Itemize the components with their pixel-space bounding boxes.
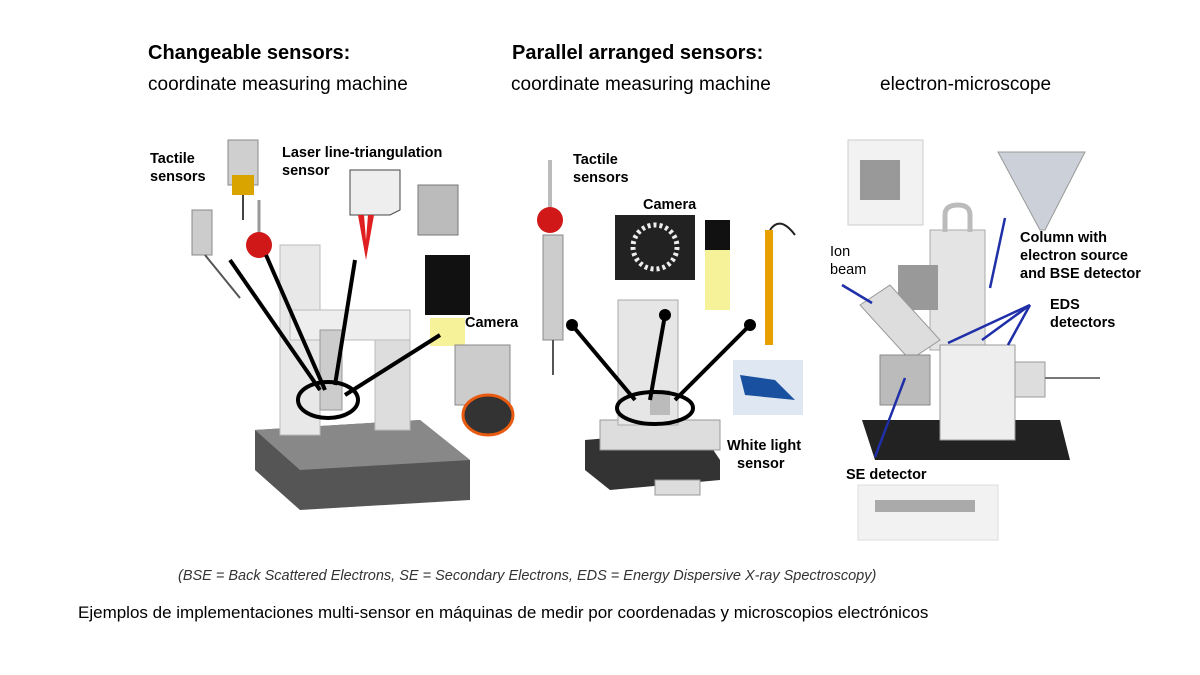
middle-pointer-lines [570,314,752,426]
label-line: Column with [1020,230,1107,246]
parallel-sensors-subtitle: coordinate measuring machine [511,74,771,95]
parallel-sensors-title: Parallel arranged sensors: [512,42,764,64]
label-line: Tactile [150,151,195,167]
label-line: and BSE detector [1020,266,1141,282]
label-line: Tactile [573,152,618,168]
label-line: sensor [282,163,330,179]
abbreviation-caption: (BSE = Back Scattered Electrons, SE = Se… [178,568,877,584]
middle-pointer-dots [566,309,756,331]
label-line: sensors [573,170,629,186]
electron-microscope-subtitle: electron-microscope [880,74,1052,95]
label-line: sensors [150,169,206,185]
left-tactile-label: Tactile sensors [150,150,206,186]
label-line: Laser line-triangulation [282,145,443,161]
left-camera-label: Camera [465,315,519,331]
sem-arrows [841,217,1032,458]
label-line: detectors [1050,315,1116,331]
middle-camera-label: Camera [643,197,697,213]
column-label: Column with electron source and BSE detect… [1020,229,1141,283]
changeable-sensors-subtitle: coordinate measuring machine [148,74,408,95]
left-pointer-lines [228,254,442,420]
label-line: EDS [1050,297,1080,313]
label-line: sensor [737,456,785,472]
changeable-sensors-title: Changeable sensors: [148,42,351,64]
middle-sensors [537,160,803,415]
label-line: Ion [830,244,851,260]
middle-cmm-machine [585,299,721,496]
left-laser-label: Laser line-triangulation sensor [282,144,442,180]
figure-footer-caption: Ejemplos de implementaciones multi-senso… [78,603,929,622]
label-line: beam [830,262,867,278]
ion-beam-label: Ion beam [830,243,866,279]
middle-white-light-label: White light sensor [727,437,801,473]
left-sensors [191,139,515,437]
eds-detectors-label: EDS detectors [1050,296,1115,332]
se-detector-label: SE detector [846,467,927,483]
label-line: White light [727,438,802,454]
middle-tactile-label: Tactile sensors [573,151,629,187]
label-line: electron source [1020,248,1128,264]
